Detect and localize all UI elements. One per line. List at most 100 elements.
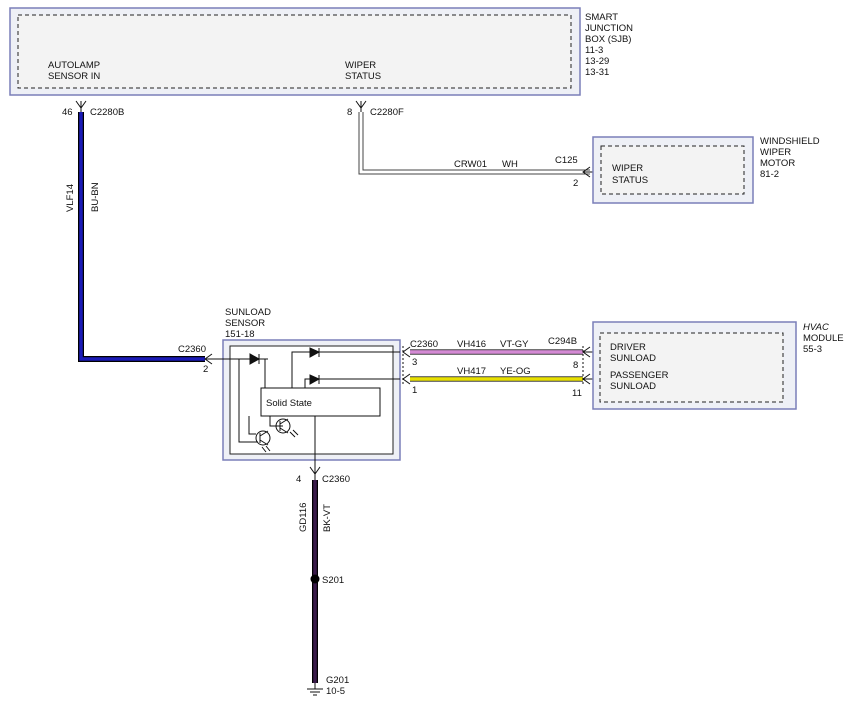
svg-text:CRW01: CRW01: [454, 159, 487, 170]
wiper-motor-connector: C125: [555, 155, 578, 166]
svg-text:VLF14: VLF14: [65, 184, 76, 212]
svg-text:Solid State: Solid State: [266, 398, 312, 409]
svg-text:SUNLOAD: SUNLOAD: [225, 307, 271, 318]
sjb-inner-box: [17, 14, 572, 89]
sjb-connector-wiper: C2280F: [370, 107, 404, 118]
sjb-ref-3: 13-31: [585, 67, 609, 78]
gd116-circuit-label: GD116: [298, 503, 309, 532]
svg-text:BU-BN: BU-BN: [90, 182, 101, 212]
wire-vlf14: [79, 112, 205, 361]
sunload-right-connector-bottom-symbol: [402, 373, 411, 385]
wiper-motor-title-3: MOTOR: [760, 158, 795, 169]
transistor-2: [255, 430, 271, 453]
gd116-color-label: BK-VT: [322, 504, 333, 532]
svg-text:8: 8: [347, 107, 352, 118]
svg-text:4: 4: [296, 474, 301, 485]
svg-text:SUNLOAD: SUNLOAD: [610, 381, 656, 392]
svg-text:55-3: 55-3: [803, 344, 822, 355]
crw01-circuit-label: CRW01: [454, 159, 487, 170]
svg-text:SENSOR: SENSOR: [225, 318, 265, 329]
sunload-right-connector-top-symbol: [402, 346, 411, 358]
splice-label: S201: [322, 575, 344, 586]
hvac-driver-label-2: SUNLOAD: [610, 353, 656, 364]
ground-ref: 10-5: [326, 686, 345, 697]
svg-text:BK-VT: BK-VT: [322, 504, 333, 532]
svg-text:VH417: VH417: [457, 366, 486, 377]
sjb-ref-2: 13-29: [585, 56, 609, 67]
hvac-driver-label-1: DRIVER: [610, 342, 646, 353]
solid-state-block: [260, 387, 381, 417]
sjb-title-3: BOX (SJB): [585, 34, 631, 45]
vh416-color-label: VT-GY: [500, 339, 529, 350]
sunload-ref: 151-18: [225, 329, 255, 340]
hvac-title-1: HVAC: [803, 322, 829, 333]
wire-vlf14-outline: [78, 112, 205, 362]
vlf14-color-label: BU-BN: [90, 182, 101, 212]
svg-text:STATUS: STATUS: [345, 71, 381, 82]
vlf14-circuit-label: VLF14: [65, 184, 76, 212]
hvac-pin-passenger: 11: [572, 388, 582, 399]
sjb-ref-1: 11-3: [585, 45, 603, 56]
svg-text:WIPER: WIPER: [612, 163, 643, 174]
svg-text:2: 2: [203, 364, 208, 375]
svg-text:1: 1: [412, 385, 417, 396]
sunload-connector-bottom: C2360: [322, 474, 350, 485]
svg-text:WINDSHIELD: WINDSHIELD: [760, 136, 820, 147]
splice-dot: [310, 574, 320, 584]
wiper-motor-title-1: WINDSHIELD: [760, 136, 820, 147]
sjb-pin-autolamp: 46: [62, 107, 73, 118]
hvac-title-2: MODULE: [803, 333, 844, 344]
svg-text:3: 3: [412, 357, 417, 368]
wiper-motor-pin: 2: [573, 178, 578, 189]
svg-text:81-2: 81-2: [760, 169, 779, 180]
vh417-circuit-label: VH417: [457, 366, 486, 377]
svg-text:8: 8: [573, 360, 578, 371]
svg-text:C294B: C294B: [548, 336, 577, 347]
svg-text:C2360: C2360: [178, 344, 206, 355]
wiper-motor-title-2: WIPER: [760, 147, 791, 158]
svg-text:YE-OG: YE-OG: [500, 366, 531, 377]
hvac-connector: C294B: [548, 336, 577, 347]
svg-text:WIPER: WIPER: [345, 60, 376, 71]
wiper-status-label-2: STATUS: [612, 175, 648, 186]
svg-text:AUTOLAMP: AUTOLAMP: [48, 60, 100, 71]
sjb-connector-autolamp: C2280B: [90, 107, 124, 118]
ground-label: G201: [326, 675, 349, 686]
svg-text:VT-GY: VT-GY: [500, 339, 529, 350]
svg-text:STATUS: STATUS: [612, 175, 648, 186]
ground-icon: [307, 683, 323, 696]
svg-text:VH416: VH416: [457, 339, 486, 350]
sjb-autolamp-label-1: AUTOLAMP: [48, 60, 100, 71]
sunload-connector-left: C2360: [178, 344, 206, 355]
sjb-pin-wiper: 8: [347, 107, 352, 118]
svg-text:C2360: C2360: [322, 474, 350, 485]
svg-text:SMART: SMART: [585, 12, 618, 23]
sjb-wiper-label-1: WIPER: [345, 60, 376, 71]
svg-text:WH: WH: [502, 159, 518, 170]
sunload-pin-left: 2: [203, 364, 208, 375]
solid-state-label: Solid State: [266, 398, 312, 409]
crw01-color-label: WH: [502, 159, 518, 170]
sunload-pin-bottom: 4: [296, 474, 301, 485]
svg-text:C2360: C2360: [410, 339, 438, 350]
sjb-wiper-label-2: STATUS: [345, 71, 381, 82]
sunload-internal-circuit: [222, 347, 400, 474]
svg-text:WIPER: WIPER: [760, 147, 791, 158]
sjb-wiper-connector-symbol: [355, 100, 367, 112]
sjb-autolamp-connector-symbol: [75, 100, 87, 112]
vh417-color-label: YE-OG: [500, 366, 531, 377]
transistor-1: [275, 418, 299, 438]
hvac-ref: 55-3: [803, 344, 822, 355]
svg-text:MOTOR: MOTOR: [760, 158, 795, 169]
svg-text:11-3: 11-3: [585, 45, 603, 56]
svg-text:S201: S201: [322, 575, 344, 586]
svg-text:151-18: 151-18: [225, 329, 255, 340]
svg-text:C2280F: C2280F: [370, 107, 404, 118]
sunload-pin-right-bottom: 1: [412, 385, 417, 396]
svg-text:G201: G201: [326, 675, 349, 686]
vh416-circuit-label: VH416: [457, 339, 486, 350]
svg-text:SUNLOAD: SUNLOAD: [610, 353, 656, 364]
hvac-passenger-label-2: SUNLOAD: [610, 381, 656, 392]
svg-text:JUNCTION: JUNCTION: [585, 23, 633, 34]
